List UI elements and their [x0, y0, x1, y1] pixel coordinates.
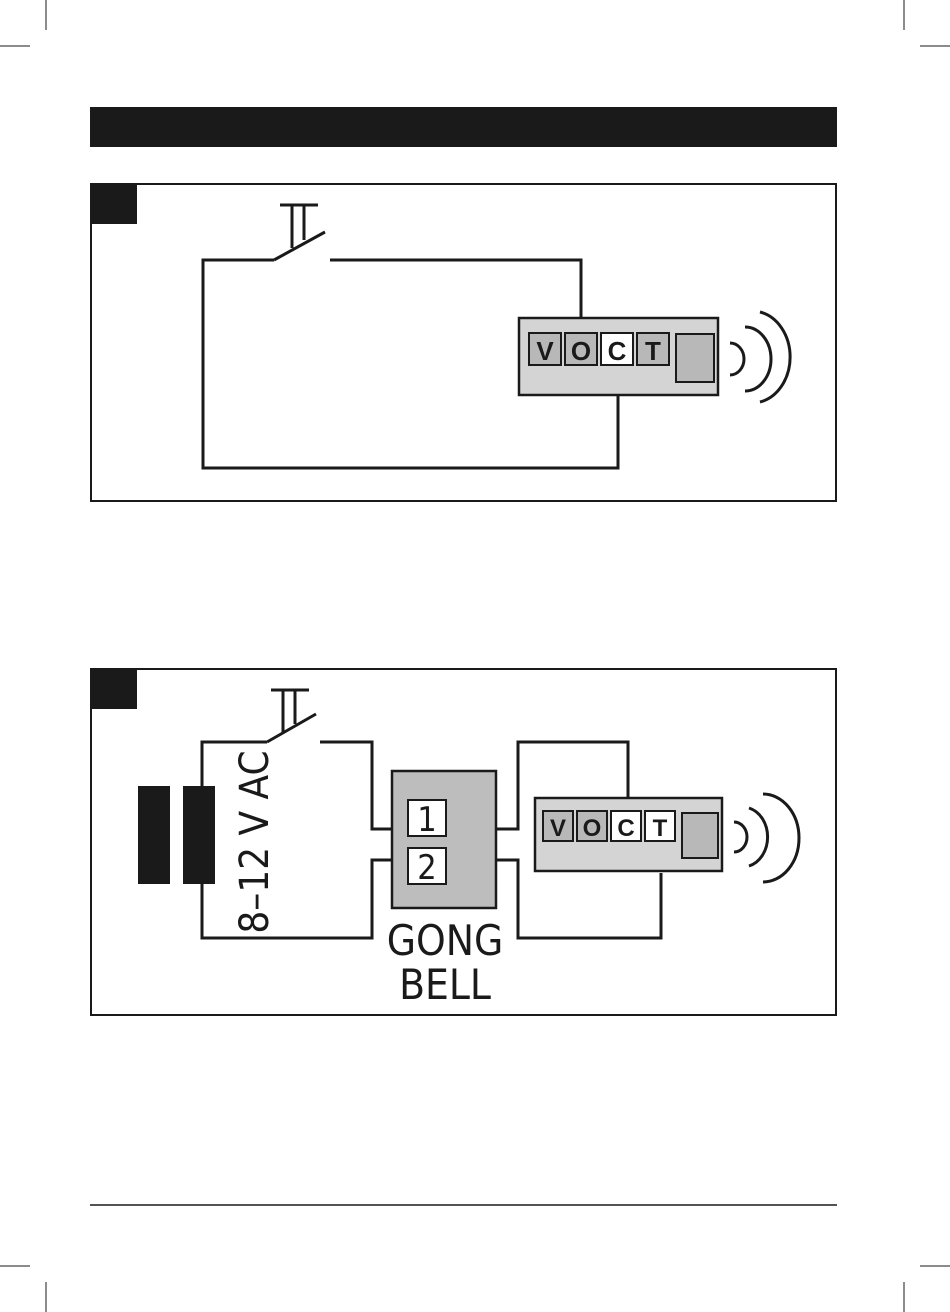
terminal-label-v: V — [550, 815, 566, 842]
terminal-label-c: C — [617, 815, 634, 842]
terminal-label-v: V — [536, 336, 554, 366]
gong-terminal-2-label: 2 — [417, 848, 436, 888]
gong-terminal-1-label: 1 — [417, 800, 436, 840]
diagram-1-number-tab — [91, 184, 137, 224]
diagram-2-number-tab — [91, 669, 137, 709]
voltage-label: 8–12 V AC — [232, 750, 278, 933]
terminal-label-t: T — [645, 336, 661, 366]
terminal-label-t: T — [653, 815, 668, 842]
gong-label-line2: BELL — [399, 960, 491, 1009]
push-button-switch-icon — [267, 690, 316, 742]
push-button-switch-icon — [274, 205, 325, 260]
header-bar — [90, 107, 837, 147]
radio-wave-icon — [734, 794, 799, 882]
radio-wave-icon — [730, 312, 790, 402]
module-button — [676, 334, 714, 382]
gong-label-line1: GONG — [387, 916, 504, 965]
module-button — [682, 813, 718, 858]
terminal-label-o: O — [571, 336, 591, 366]
terminal-label-c: C — [608, 336, 627, 366]
gong-bell-box — [392, 771, 496, 908]
diagram-2: 8–12 V AC 1 2 GONG BELL V O C T — [91, 669, 836, 1015]
diagram-1: V O C T — [91, 184, 836, 501]
terminal-label-o: O — [583, 815, 602, 842]
